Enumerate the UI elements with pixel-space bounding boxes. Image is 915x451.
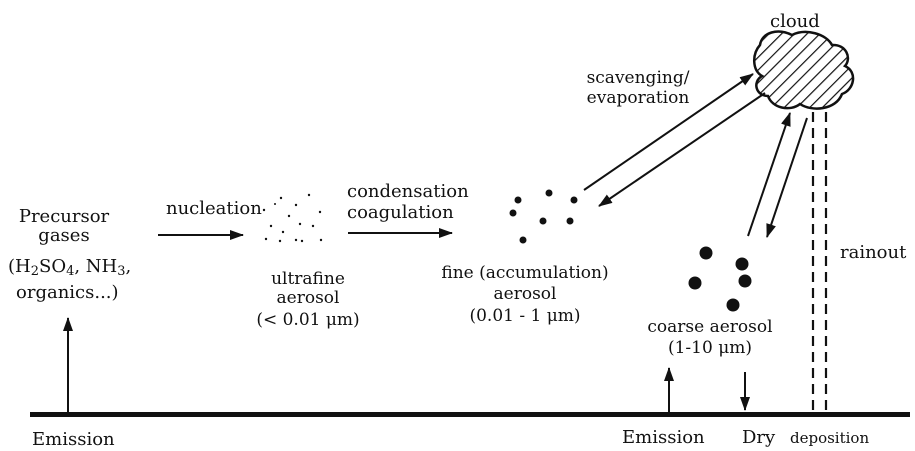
cloud-to-coarse-arrow — [766, 117, 808, 238]
ultrafine-label-line1: ultrafine — [271, 269, 345, 289]
rainout-label: rainout — [840, 242, 907, 263]
scavenging-arrow — [583, 73, 754, 191]
fine-size-label: (0.01 - 1 μm) — [469, 306, 581, 326]
emission-label-left: Emission — [32, 429, 115, 450]
fine-particles — [509, 189, 578, 244]
scavenging-label: scavenging/ — [586, 68, 690, 88]
coarse-to-cloud-arrow — [747, 112, 791, 237]
evaporation-arrow — [598, 92, 766, 207]
coarse-label-line1: coarse aerosol — [647, 317, 773, 337]
evaporation-label: evaporation — [586, 88, 690, 108]
ultrafine-particles — [262, 193, 323, 243]
condensation-label: condensation — [347, 181, 469, 202]
fine-label-line1: fine (accumulation) — [441, 263, 609, 283]
ultrafine-size-label: (< 0.01 μm) — [256, 310, 360, 330]
precursor-organics-label: organics...) — [16, 282, 119, 303]
precursor-label-line1: Precursor — [18, 206, 110, 227]
ground-line — [30, 412, 910, 417]
nucleation-label: nucleation — [166, 198, 262, 219]
fine-label-line2: aerosol — [493, 284, 557, 304]
cloud-shape — [753, 30, 855, 110]
coarse-particles — [688, 246, 752, 312]
precursor-label-line2: gases — [38, 225, 90, 246]
coagulation-label: coagulation — [347, 202, 454, 223]
precursor-chemicals-label: (H2SO4, NH3, — [8, 256, 132, 280]
dry-label: Dry — [742, 427, 776, 448]
coarse-size-label: (1-10 μm) — [667, 338, 753, 358]
deposition-label: deposition — [790, 429, 870, 447]
ultrafine-label-line2: aerosol — [276, 288, 340, 308]
emission-label-right: Emission — [622, 427, 705, 448]
cloud-label: cloud — [770, 11, 820, 32]
